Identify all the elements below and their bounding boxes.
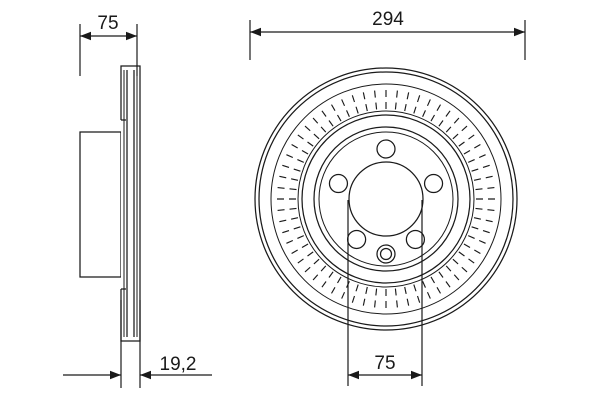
cooling-vane [361,88,368,112]
friction-ring-outer [258,71,514,327]
cooling-vane [404,286,411,310]
dimension-center-bore: 75 [347,200,423,386]
hat-inner-circle [318,131,454,267]
cooling-vane [413,91,422,114]
cooling-vane [319,107,334,127]
friction-ring-inner [301,114,471,284]
arrow-head [250,27,261,37]
dimension-label-disc-thickness: 19,2 [160,354,197,375]
cooling-vane [301,258,320,276]
guide-pin-hole-inner [379,247,393,261]
cooling-vane [445,114,463,133]
cooling-vane [458,132,478,147]
bolt-hole [376,139,396,159]
hub-neck-profile [121,119,126,290]
cooling-vane [301,122,320,140]
cooling-vane [394,86,399,110]
cooling-vane [309,114,327,133]
hat-outer-circle [313,126,459,272]
arrow-head [411,370,422,380]
cooling-vane [394,288,399,312]
cooling-vane [278,163,301,172]
cooling-vane [422,95,433,118]
cooling-vane [278,226,301,235]
arrow-head [126,31,137,41]
cooling-vane [473,174,497,181]
dimension-label-overall-width: 75 [97,13,118,34]
cooling-vane [475,207,499,212]
dimension-label-disc-diameter: 294 [372,9,404,30]
cooling-vane [339,95,350,118]
cooling-vane [471,226,494,235]
cooling-vane [445,265,463,284]
cooling-vane [275,217,299,224]
arrow-head [348,370,359,380]
cooling-vane [422,280,433,303]
cooling-vane [438,271,453,291]
cooling-vane [294,251,314,266]
cooling-vane [287,142,309,155]
cooling-vane [287,243,309,256]
arrow-head [80,31,91,41]
cooling-vane [373,86,378,110]
cooling-vane [329,100,342,122]
bolt-hole [423,173,444,194]
cooling-vane [273,186,297,191]
cooling-vane [404,88,411,112]
cooling-vane [473,217,497,224]
cooling-vane [430,100,443,122]
cooling-vanes [273,86,499,312]
cooling-vane [273,207,297,212]
disc-outer-edge [254,67,518,331]
bolt-holes [328,139,444,250]
front-view [254,67,518,331]
cooling-vane [458,251,478,266]
hub-profile [79,131,122,278]
cooling-vane [463,243,485,256]
cooling-vane [467,152,490,163]
cooling-vane [361,286,368,310]
cooling-vane [294,132,314,147]
dimension-disc-thickness: 19,2 [63,300,212,388]
cooling-vane [463,142,485,155]
bolt-hole [405,229,426,250]
dimension-overall-width: 75 [79,13,138,76]
cooling-vane [275,174,299,181]
cooling-vane [373,288,378,312]
cooling-vane [438,107,453,127]
cooling-vane [467,235,490,246]
arrow-head [514,27,525,37]
arrow-head [140,370,151,380]
arrow-head [110,370,121,380]
cooling-vane [452,258,471,276]
vane-band-inner [297,110,475,288]
bolt-hole [328,173,349,194]
side-section-view [79,65,141,342]
cooling-vane [475,186,499,191]
cooling-vane [282,152,305,163]
cooling-vane [452,122,471,140]
cooling-vane [329,276,342,298]
vane-band-outer [270,83,502,315]
cooling-vane [282,235,305,246]
dimension-label-center-bore: 75 [374,353,395,374]
cooling-vane [350,284,359,307]
cooling-vane [350,91,359,114]
cooling-vane [309,265,327,284]
cooling-vane [413,284,422,307]
cooling-vane [471,163,494,172]
cooling-vane [430,276,443,298]
guide-pin-hole-outer [376,244,396,264]
bolt-hole [346,229,367,250]
dimension-disc-diameter: 294 [249,9,526,60]
cooling-vane [319,271,334,291]
center-bore [348,161,424,237]
